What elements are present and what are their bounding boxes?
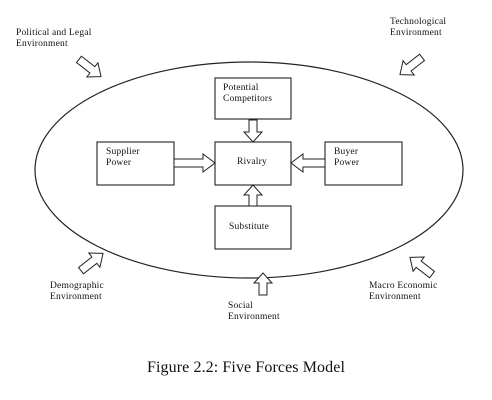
- demographic-label-line-1: Demographic: [50, 281, 104, 291]
- arrow-demographic-environment: [77, 252, 104, 275]
- supplier-power-label-line-1: Supplier: [106, 147, 140, 157]
- demographic-label-line-2: Environment: [50, 292, 102, 302]
- macro-economic-label-line-2: Environment: [369, 292, 421, 302]
- supplier-power-label-line-2: Power: [106, 158, 132, 168]
- arrow-competitors-to-rivalry: [242, 119, 264, 143]
- arrow-macro-economic-environment: [409, 256, 436, 279]
- social-label-line-1: Social: [228, 301, 253, 311]
- technological-label-line-2: Environment: [390, 28, 442, 38]
- figure-caption: Figure 2.2: Five Forces Model: [147, 359, 345, 376]
- technological-label-line-1: Technological: [390, 17, 447, 27]
- potential-competitors-label-line-2: Competitors: [223, 94, 273, 104]
- technological-environment-label: Technological Environment: [390, 17, 446, 39]
- arrow-supplier-to-rivalry: [173, 153, 216, 173]
- macro-economic-environment-label: Macro Economic Environment: [369, 281, 437, 303]
- substitute-label-line-1: Substitute: [229, 222, 270, 232]
- potential-competitors-label: Potential Competitors: [223, 83, 272, 105]
- industry-ellipse: [34, 61, 464, 279]
- supplier-power-label: Supplier Power: [106, 147, 140, 169]
- buyer-power-label: Buyer Power: [334, 147, 359, 169]
- rivalry-label: Rivalry: [237, 157, 267, 168]
- potential-competitors-label-line-1: Potential: [223, 83, 259, 93]
- political-legal-label-line-2: Environment: [16, 39, 68, 49]
- potential-competitors-box: [214, 77, 292, 120]
- demographic-environment-label: Demographic Environment: [50, 281, 104, 303]
- arrow-substitute-to-rivalry: [242, 184, 264, 207]
- macro-economic-label-line-1: Macro Economic: [369, 281, 438, 291]
- arrow-buyer-to-rivalry: [290, 153, 326, 173]
- political-legal-environment-label: Political and Legal Environment: [16, 28, 92, 50]
- social-label-line-2: Environment: [228, 312, 280, 322]
- substitute-label: Substitute: [229, 222, 269, 233]
- buyer-power-label-line-1: Buyer: [334, 147, 359, 157]
- rivalry-label-line-1: Rivalry: [237, 157, 267, 167]
- arrow-social-environment: [252, 272, 274, 296]
- social-environment-label: Social Environment: [228, 301, 280, 323]
- buyer-power-label-line-2: Power: [334, 158, 360, 168]
- arrow-technological-environment: [399, 53, 426, 76]
- arrow-political-legal-environment: [75, 55, 102, 78]
- political-legal-label-line-1: Political and Legal: [16, 28, 92, 38]
